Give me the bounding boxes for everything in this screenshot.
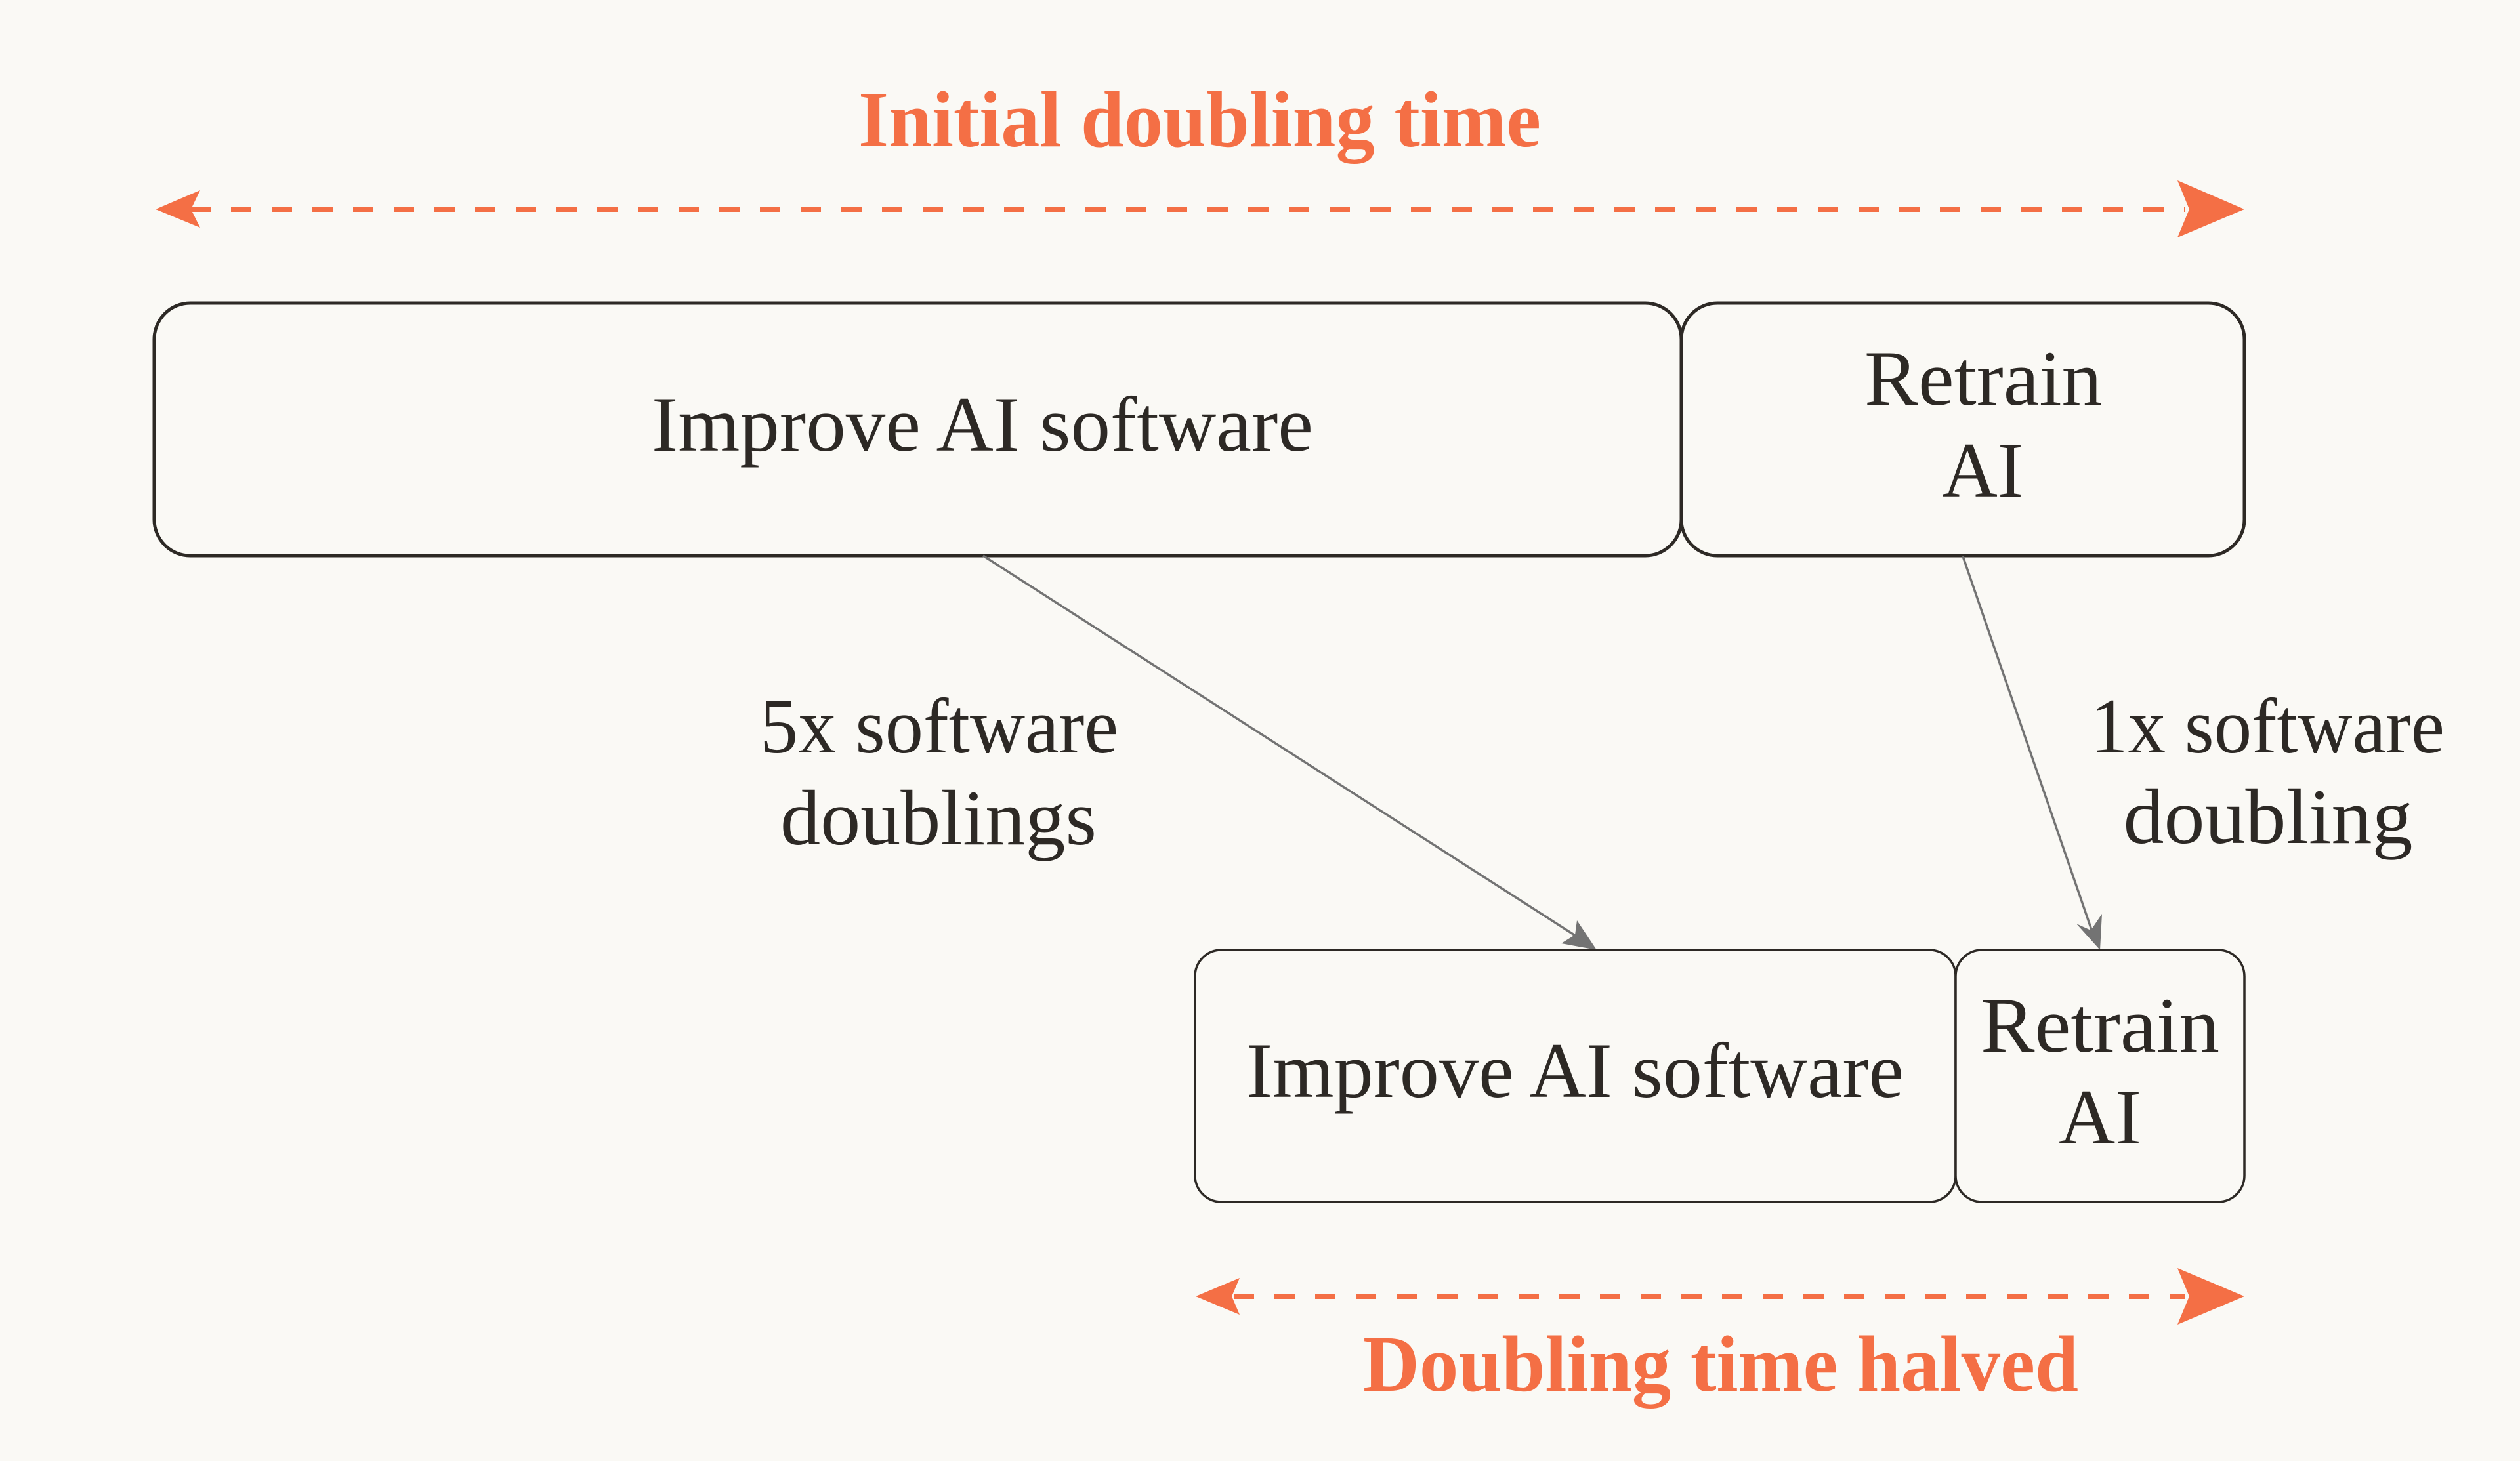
doublings-label: doublings [780,774,1097,861]
doubling-time-halved-arrow-icon [1196,1268,2244,1325]
bottom-improve-ai-software-label: Improve AI software [1246,1027,1904,1114]
top-improve-ai-software-box: Improve AI software [152,301,1683,558]
one-x-doubling-connector-arrow-icon [1962,556,2102,950]
initial-doubling-time-label: Initial doubling time [858,75,1541,164]
five-x-software-label: 5x software [760,682,1118,770]
bottom-ai-label: AI [2059,1073,2141,1161]
top-retrain-label: Retrain [1864,335,2102,422]
top-retrain-ai-box: Retrain AI [1679,301,2246,558]
doubling-label: doubling [2124,773,2413,860]
top-improve-ai-software-label: Improve AI software [652,381,1313,468]
five-x-doublings-connector-arrow-icon [982,554,1597,950]
initial-doubling-time-arrow-icon [156,180,2244,237]
one-x-software-label: 1x software [2090,682,2445,770]
bottom-retrain-label: Retrain [1981,981,2219,1069]
doubling-time-halved-label: Doubling time halved [1363,1320,2078,1409]
bottom-improve-ai-software-box: Improve AI software [1194,949,1957,1203]
bottom-retrain-ai-box: Retrain AI [1954,949,2246,1203]
top-ai-label: AI [1942,426,2023,514]
